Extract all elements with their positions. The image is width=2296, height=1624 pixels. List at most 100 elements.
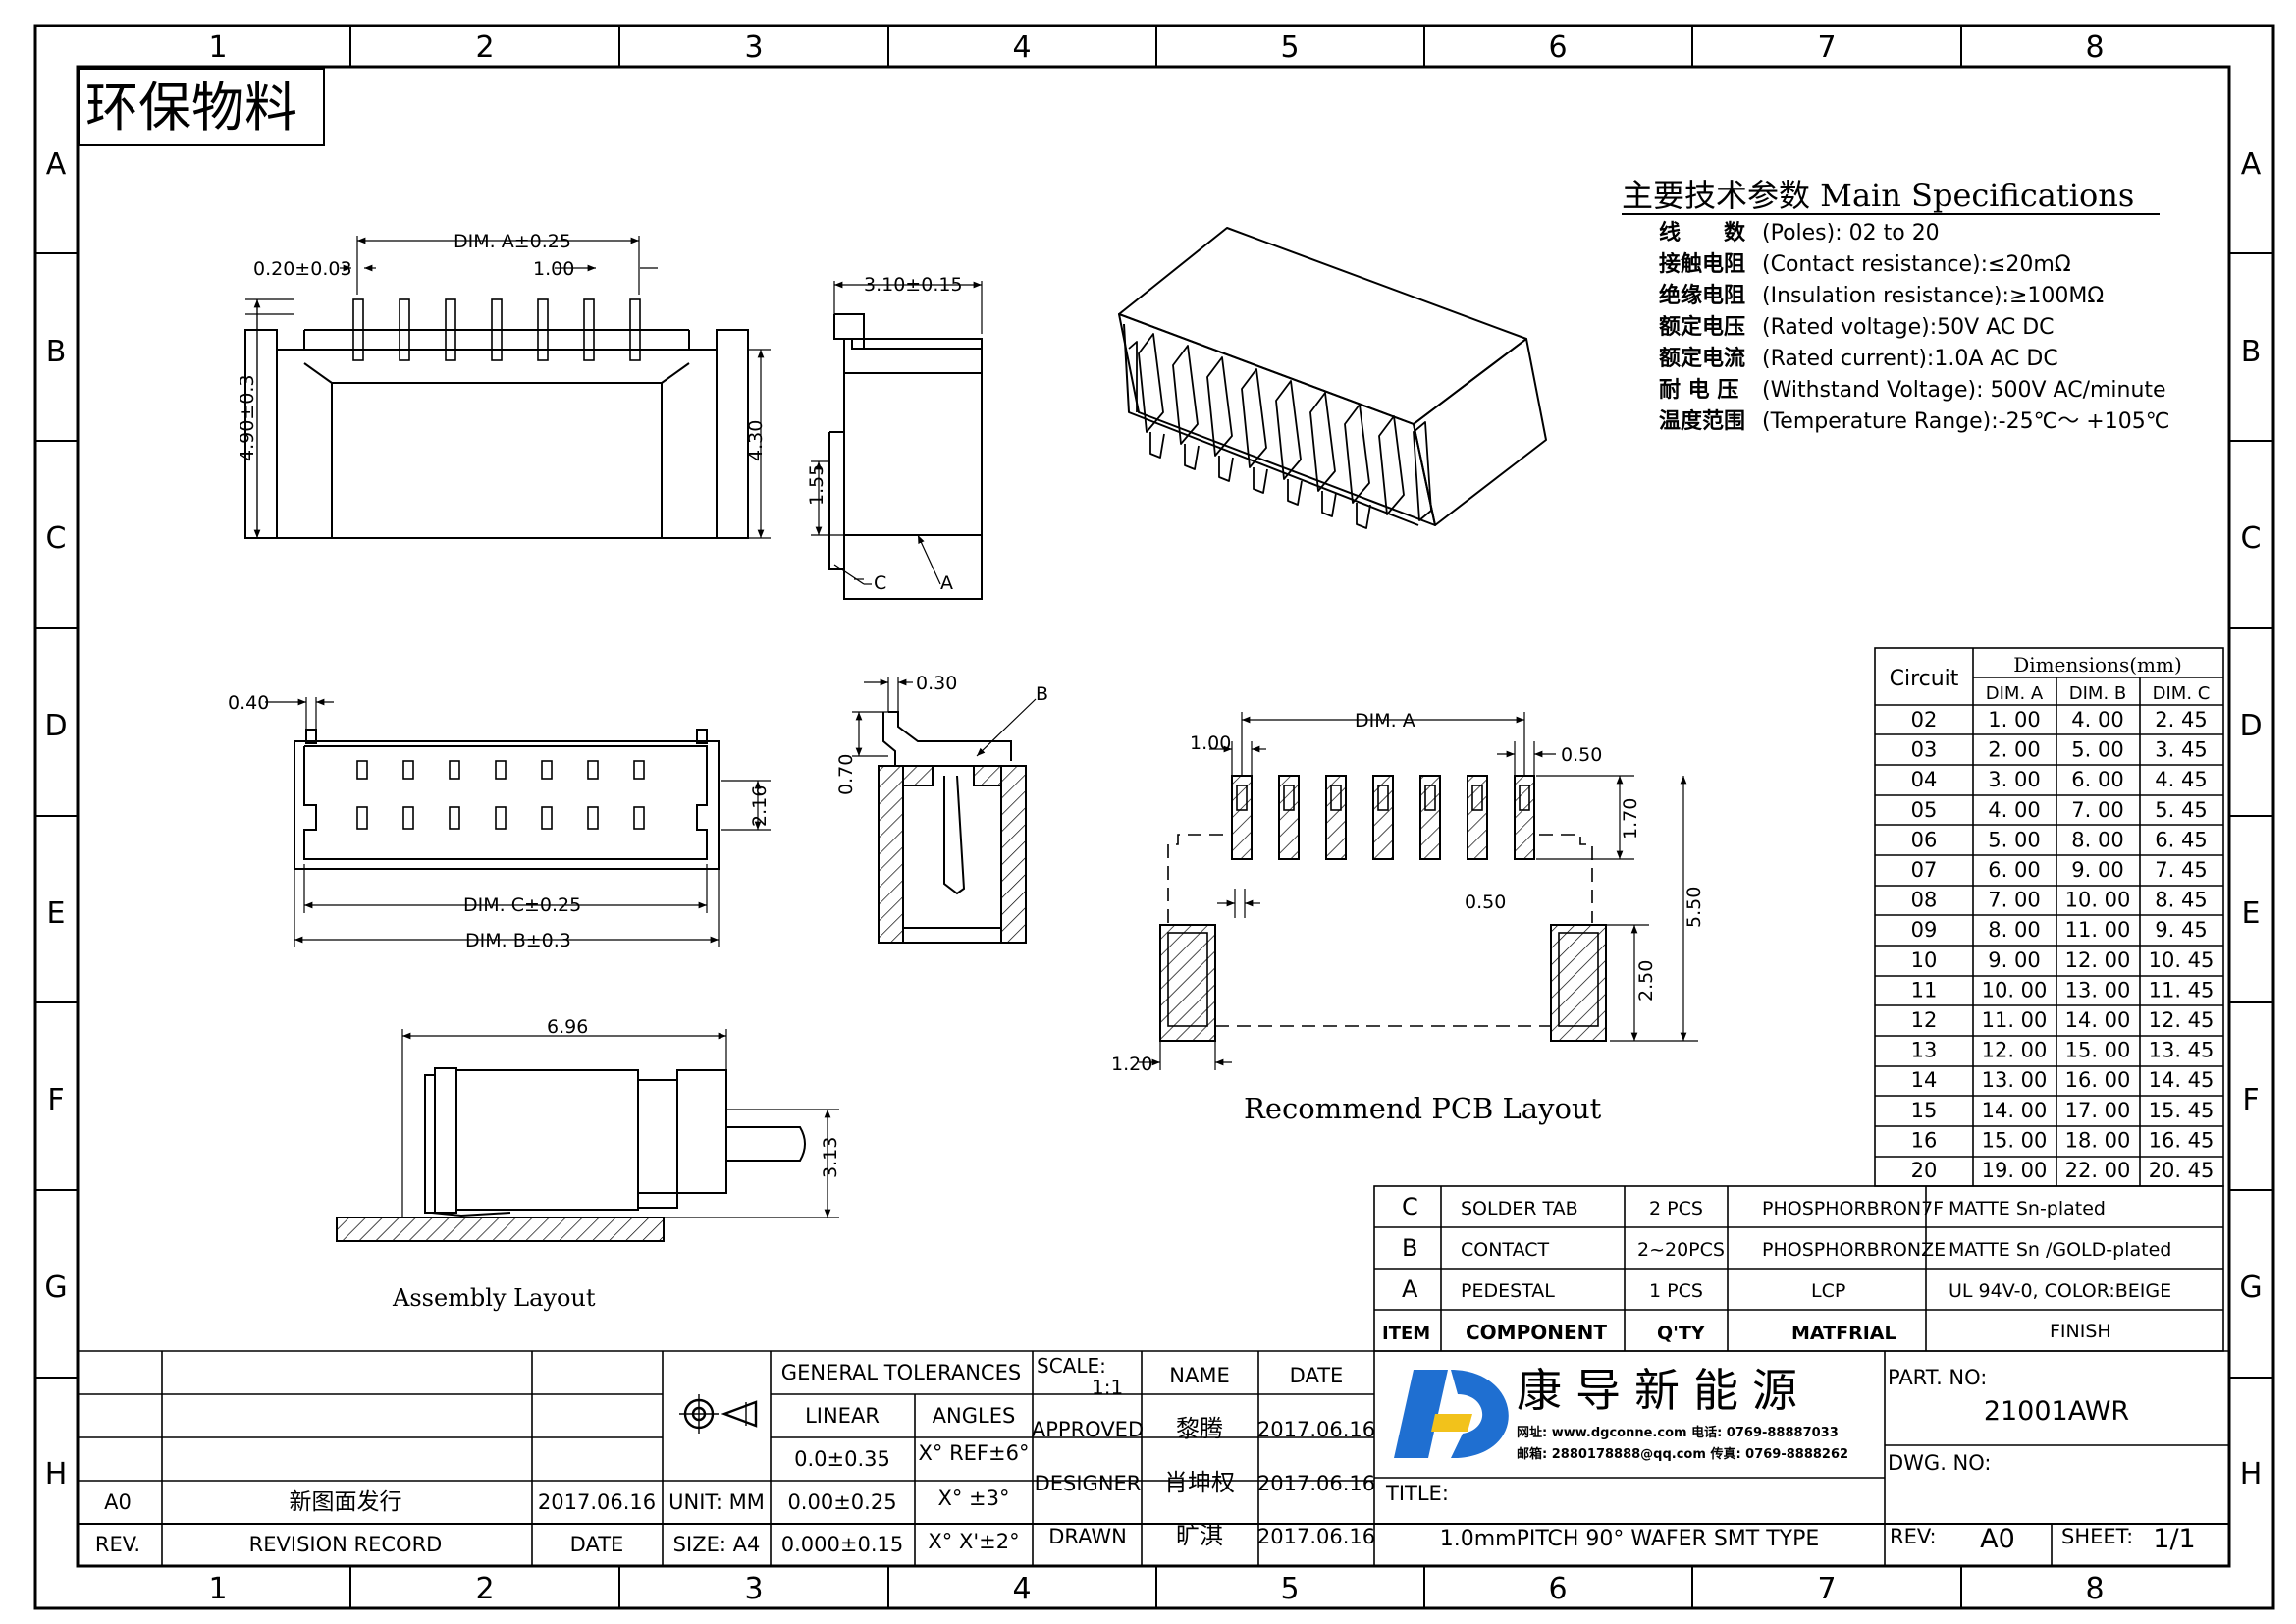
designer-label: DESIGNER — [1035, 1472, 1142, 1495]
dim-pin-width: 0.20±0.03 — [253, 258, 352, 280]
dimension-cell: 3. 45 — [2155, 738, 2207, 762]
dimension-cell: 15. 45 — [2149, 1099, 2215, 1122]
dimension-cell: 22. 00 — [2065, 1159, 2131, 1182]
bom-header-item: ITEM — [1382, 1324, 1430, 1344]
col-label-bottom: 3 — [744, 1572, 763, 1606]
assembly-layout — [336, 1029, 839, 1242]
dim-body-height: 4.30 — [745, 420, 767, 461]
circuit-cell: 13 — [1911, 1039, 1938, 1062]
row-label-right: A — [2241, 147, 2262, 182]
dimension-cell: 18. 00 — [2065, 1128, 2131, 1152]
general-tolerances: GENERAL TOLERANCES — [781, 1361, 1021, 1384]
callout-b: B — [1036, 683, 1048, 705]
bom-component: PEDESTAL — [1461, 1280, 1555, 1302]
designer-date: 2017.06.16 — [1257, 1472, 1375, 1495]
spec-label: 绝缘电阻 — [1659, 283, 1745, 308]
spec-value: (Temperature Range):-25℃～ +105℃ — [1762, 409, 2169, 434]
dimension-cell: 13. 45 — [2149, 1039, 2215, 1062]
dimension-cell: 12. 00 — [2065, 948, 2131, 972]
dimensions-table: Circuit Dimensions(mm) DIM. A DIM. B DIM… — [1874, 647, 2224, 1187]
projection-symbol-icon — [679, 1394, 758, 1434]
circuit-cell: 05 — [1911, 798, 1938, 822]
dim-c-label: DIM. C±0.25 — [463, 894, 581, 916]
angles-1: X° REF±6° — [919, 1441, 1030, 1465]
col-label-top: 5 — [1280, 30, 1299, 65]
dimension-cell: 8. 00 — [2071, 828, 2123, 851]
col-dim-c: DIM. C — [2153, 683, 2211, 704]
eco-material-badge: 环保物料 — [78, 68, 325, 146]
col-label-top: 3 — [744, 30, 763, 65]
bom-qty: 2 PCS — [1649, 1198, 1703, 1219]
bom-header-material: MATFRIAL — [1791, 1323, 1896, 1344]
row-label-left: A — [46, 147, 67, 182]
row-label-right: F — [2242, 1083, 2259, 1117]
dimension-cell: 5. 00 — [1988, 828, 2040, 851]
dimension-cell: 4. 00 — [1988, 798, 2040, 822]
dimension-cell: 2. 00 — [1988, 738, 2040, 762]
bom-qty: 1 PCS — [1649, 1280, 1703, 1302]
side-view-dimensions: 3.10±0.15 1.55 C A — [806, 274, 963, 594]
circuit-cell: 04 — [1911, 768, 1938, 791]
revision-record-text: 新图面发行 — [290, 1489, 402, 1515]
dim-040: 0.40 — [228, 692, 269, 714]
dimension-cell: 5. 00 — [2071, 738, 2123, 762]
dimension-cell: 19. 00 — [1982, 1159, 2048, 1182]
spec-value: (Contact resistance):≤20mΩ — [1762, 252, 2071, 277]
spec-value: (Withstand Voltage): 500V AC/minute — [1762, 378, 2166, 403]
circuit-cell: 16 — [1911, 1128, 1938, 1152]
bom-header-finish: FINISH — [2050, 1321, 2111, 1342]
rev-value: A0 — [1980, 1524, 2015, 1554]
eco-material-text: 环保物料 — [85, 77, 297, 138]
bom-item: C — [1402, 1193, 1418, 1220]
circuit-cell: 08 — [1911, 889, 1938, 912]
rev-header: REV. — [95, 1533, 140, 1556]
dimension-cell: 12. 45 — [2149, 1008, 2215, 1032]
col-label-top: 2 — [475, 30, 494, 65]
circuit-cell: 02 — [1911, 708, 1938, 731]
size-label: SIZE: A4 — [673, 1533, 761, 1556]
col-label-top: 4 — [1012, 30, 1031, 65]
section-view — [852, 677, 1037, 944]
sheet-label: SHEET: — [2061, 1525, 2133, 1548]
frame-row-labels: A B C D E F G H A B C D E F G H — [44, 147, 2262, 1491]
col-label-top: 1 — [208, 30, 227, 65]
dim-height: 4.90±0.3 — [237, 375, 258, 461]
linear-header: LINEAR — [805, 1404, 880, 1428]
dimension-cell: 8. 45 — [2155, 889, 2207, 912]
assembly-dimensions: 6.96 3.13 Assembly Layout — [392, 1016, 841, 1312]
col-label-bottom: 1 — [208, 1572, 227, 1606]
dimension-cell: 6. 00 — [2071, 768, 2123, 791]
company-contact-2: 邮箱: 2880178888@qq.com 传真: 0769-8888262 — [1517, 1446, 1848, 1462]
part-no: 21001AWR — [1984, 1396, 2129, 1427]
bom-finish: MATTE Sn-plated — [1949, 1198, 2106, 1219]
main-specifications: 主要技术参数 Main Specifications 线 数 (Poles): … — [1622, 177, 2169, 434]
row-label-right: H — [2240, 1457, 2263, 1491]
dimension-cell: 11. 00 — [1982, 1008, 2048, 1032]
linear-3: 0.000±0.15 — [781, 1533, 903, 1556]
bom-material: PHOSPHORBRON7F — [1762, 1198, 1944, 1219]
angles-header: ANGLES — [933, 1404, 1016, 1428]
bom-header-qty: Q'TY — [1657, 1323, 1705, 1344]
pcb-layout-dimensions: DIM. A 1.00 0.50 1.70 0.50 5.50 2.50 1.2… — [1111, 710, 1705, 1125]
pcb-caption: Recommend PCB Layout — [1244, 1092, 1602, 1125]
col-label-bottom: 4 — [1012, 1572, 1031, 1606]
pcb-dim-170: 1.70 — [1620, 798, 1641, 839]
dim-216: 2.16 — [749, 785, 771, 827]
dimension-cell: 13. 00 — [2065, 978, 2131, 1001]
circuit-header: Circuit — [1890, 667, 1959, 691]
row-label-left: D — [44, 709, 67, 743]
dimension-cell: 7. 45 — [2155, 858, 2207, 882]
spec-label: 额定电流 — [1659, 346, 1745, 371]
circuit-cell: 12 — [1911, 1008, 1938, 1032]
spec-label: 额定电压 — [1659, 314, 1745, 340]
dimension-cell: 17. 00 — [2065, 1099, 2131, 1122]
circuit-cell: 07 — [1911, 858, 1938, 882]
bom-finish: MATTE Sn /GOLD-plated — [1949, 1239, 2171, 1261]
dimension-cell: 11. 45 — [2149, 978, 2215, 1001]
col-dim-a: DIM. A — [1986, 683, 2044, 704]
approved-label: APPROVED — [1032, 1418, 1144, 1441]
pcb-dim-100: 1.00 — [1190, 732, 1231, 754]
bom-material: LCP — [1811, 1280, 1845, 1302]
company-contact-1: 网址: www.dgconne.com 电话: 0769-88887033 — [1517, 1425, 1839, 1440]
row-label-left: B — [46, 335, 67, 369]
